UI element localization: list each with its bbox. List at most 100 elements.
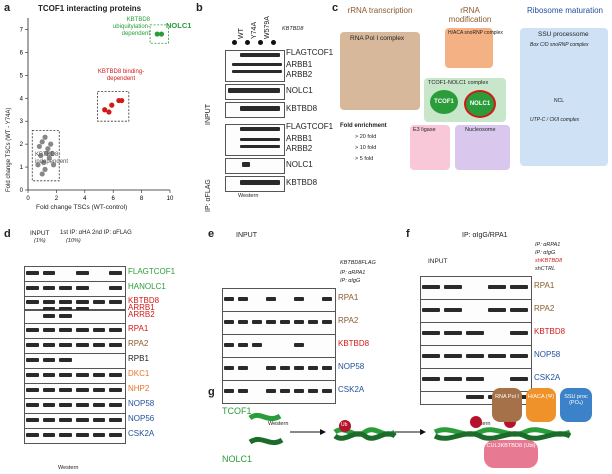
band [322, 366, 332, 370]
blot-label: NHP2 [128, 384, 150, 393]
g-ub-1: Ub [341, 422, 348, 428]
b-arbb1: ARBB1 [286, 60, 313, 69]
data-point [119, 97, 125, 104]
d-input-pct: (1%) [34, 238, 46, 244]
band [240, 127, 280, 131]
tcof-nolc-label: TCOF1-NOLC1 complex [428, 80, 489, 86]
band [422, 308, 440, 312]
band [240, 106, 280, 111]
band [294, 297, 304, 301]
band [59, 358, 72, 362]
band [59, 403, 72, 407]
blot-label: CSK2A [534, 373, 561, 382]
band [422, 331, 440, 335]
blot-label: RPA2 [338, 316, 359, 325]
blot-label: NOP58 [534, 350, 561, 359]
blot-label: RPA2 [534, 304, 555, 313]
f-blots [420, 276, 532, 416]
band [76, 286, 89, 290]
band [109, 271, 122, 275]
band [59, 286, 72, 290]
band [224, 343, 234, 347]
data-point [109, 102, 115, 108]
enrich-20: > 20 fold [355, 134, 377, 140]
band [42, 358, 56, 362]
band [488, 354, 506, 358]
data-point [36, 143, 42, 150]
ip-label: IP: αFLAG [205, 179, 212, 212]
e-blots [222, 288, 336, 418]
panel-label-f: f [406, 228, 410, 240]
band [280, 389, 290, 393]
band [59, 433, 72, 437]
blot-label: CSK2A [128, 429, 155, 438]
kbtbd8-header: KBTBD8 [282, 26, 304, 32]
band [59, 373, 72, 377]
band [240, 53, 280, 57]
band [308, 366, 318, 370]
band [228, 88, 280, 93]
utp-label: UTP-C / CKII complex [530, 117, 580, 123]
col-w579a: W579A [264, 16, 271, 39]
e-input: INPUT [236, 232, 257, 239]
band [109, 418, 122, 422]
band [238, 389, 248, 393]
group-binding-label: KBTBD8 binding-dependent [97, 69, 145, 82]
data-point [35, 162, 41, 168]
band [92, 300, 106, 304]
band [280, 366, 290, 370]
d-western: Western [58, 465, 79, 471]
panel-label-d: d [4, 228, 11, 240]
data-point [158, 31, 165, 37]
band [252, 343, 262, 347]
band [26, 388, 39, 392]
band [466, 377, 484, 381]
band [26, 300, 39, 304]
g-nolc: NOLC1 [222, 454, 253, 464]
band [59, 307, 72, 311]
band [238, 320, 248, 324]
f-shctrl: shCTRL [535, 266, 556, 272]
y-tick-label: 2 [20, 142, 24, 148]
blot-label: RPA2 [128, 339, 149, 348]
blot-row [24, 310, 126, 324]
pol1-box [340, 32, 420, 110]
b-arbb2: ARBB2 [286, 70, 313, 79]
band [322, 320, 332, 324]
band [42, 271, 56, 275]
band [266, 389, 276, 393]
band [59, 314, 72, 318]
band [42, 328, 56, 332]
band [232, 63, 282, 66]
band [42, 314, 56, 318]
e-western: Western [268, 421, 289, 427]
band [266, 366, 276, 370]
band [109, 403, 122, 407]
group-box [31, 129, 60, 182]
band [92, 343, 106, 347]
blot-label: RPA1 [534, 281, 555, 290]
band [242, 162, 250, 167]
band [510, 377, 528, 381]
lane-marker [232, 40, 237, 45]
b-ip-arbb2: ARBB2 [286, 144, 313, 153]
f-title: IP: αIgG/RPA1 [462, 232, 508, 239]
panel-label-g: g [208, 386, 215, 398]
d-input: INPUT [30, 230, 50, 237]
lane-marker [271, 40, 276, 45]
blot-label: KBTBD8 [338, 339, 370, 348]
ncl-label: NCL [554, 98, 565, 104]
data-point [38, 153, 44, 159]
band [238, 366, 248, 370]
band [26, 403, 39, 407]
b-kbtbd8: KBTBD8 [286, 104, 318, 113]
band [422, 377, 440, 381]
e-kbtbd8flag: KBTBD8FLAG [340, 260, 376, 266]
data-point [50, 162, 57, 168]
data-point [41, 159, 47, 166]
band [76, 433, 89, 437]
blot-label: CSK2A [338, 385, 365, 394]
band [26, 433, 39, 437]
